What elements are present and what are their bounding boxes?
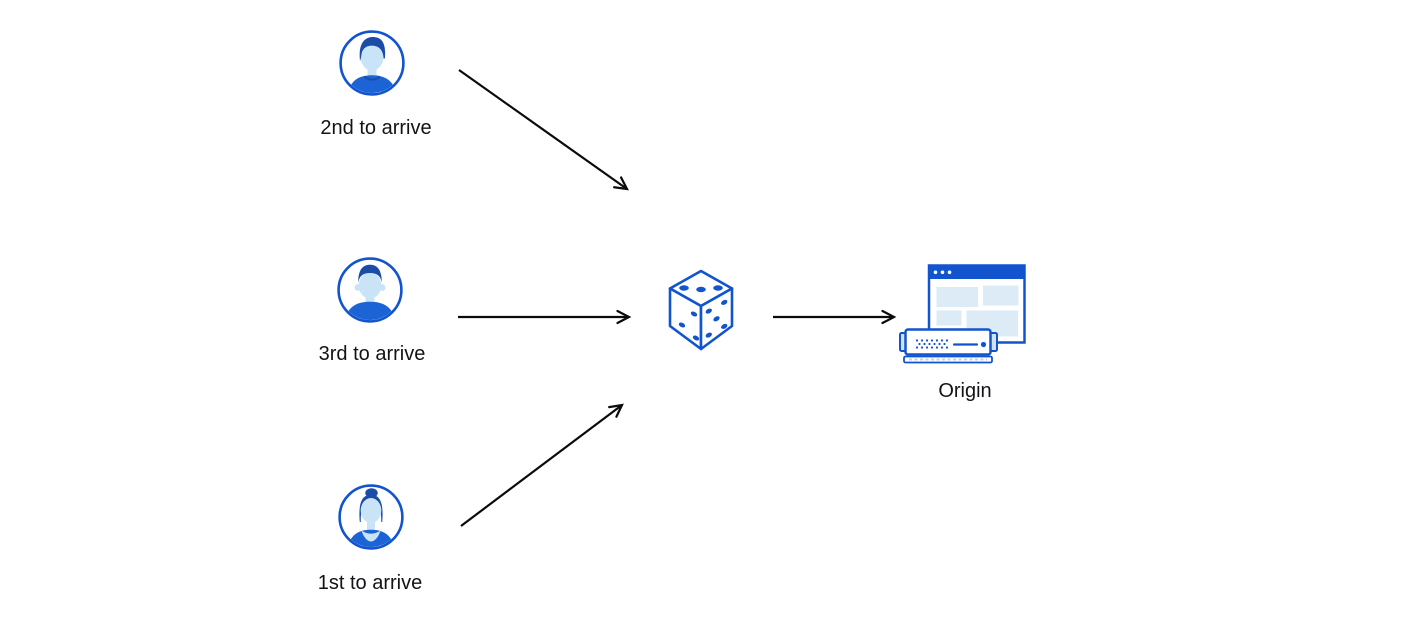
visitor-1st-label: 1st to arrive [317, 572, 423, 594]
origin-label: Origin [938, 380, 992, 402]
node-visitor-2nd [339, 30, 405, 101]
node-origin [899, 264, 1026, 369]
dice-icon [668, 269, 734, 351]
node-selector [667, 268, 735, 357]
node-visitor-3rd [337, 257, 403, 328]
visitor-2nd-label: 2nd to arrive [320, 117, 432, 139]
server-led-dots-icon [915, 339, 949, 349]
origin-server-icon [899, 264, 1026, 364]
visitor-3rd-label: 3rd to arrive [318, 343, 426, 365]
female-avatar-icon [338, 484, 404, 550]
node-visitor-1st [338, 484, 404, 555]
male-avatar-short-hair-icon [337, 257, 403, 323]
window-dots-icon [933, 270, 952, 275]
male-avatar-icon [339, 30, 405, 96]
